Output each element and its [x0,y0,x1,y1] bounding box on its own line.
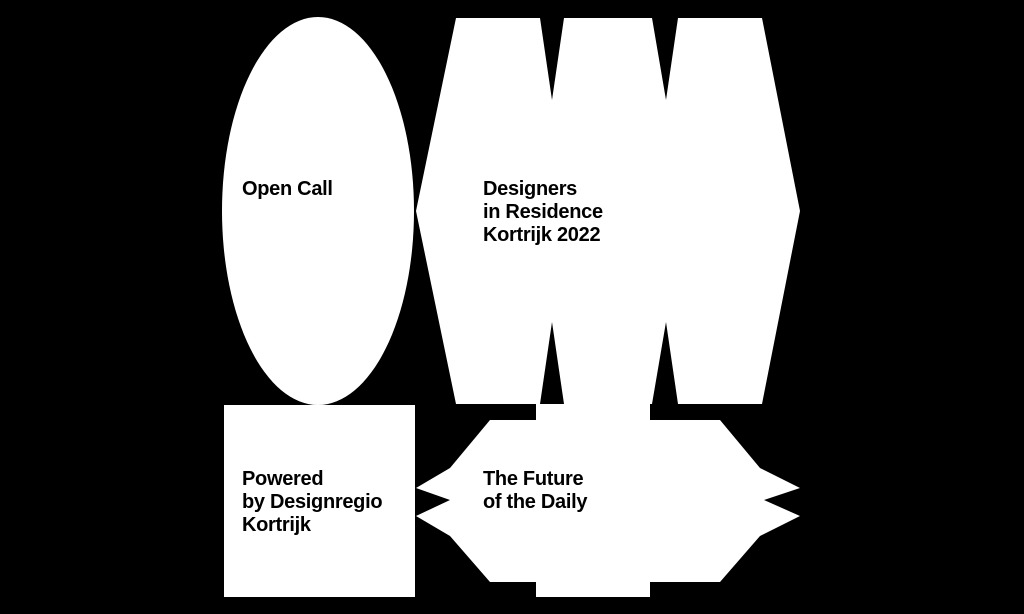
star-cross-shape [416,404,800,597]
powered-line-3: Kortrijk [242,514,311,536]
ellipse-shape [222,17,414,405]
open-call-line: Open Call [242,178,333,200]
square-shape [224,405,415,597]
future-line-2: of the Daily [483,491,588,513]
future-of-the-daily-label: The Future of the Daily [483,468,588,514]
designers-line-3: Kortrijk 2022 [483,224,601,246]
powered-by-label: Powered by Designregio Kortrijk [242,468,383,537]
powered-line-2: by Designregio [242,491,383,513]
zigzag-hexagon-shape [416,18,800,404]
designers-in-residence-label: Designers in Residence Kortrijk 2022 [483,178,603,247]
future-line-1: The Future [483,468,584,490]
open-call-label: Open Call [242,178,333,201]
designers-line-1: Designers [483,178,578,200]
designers-line-2: in Residence [483,201,603,223]
powered-line-1: Powered [242,468,324,490]
